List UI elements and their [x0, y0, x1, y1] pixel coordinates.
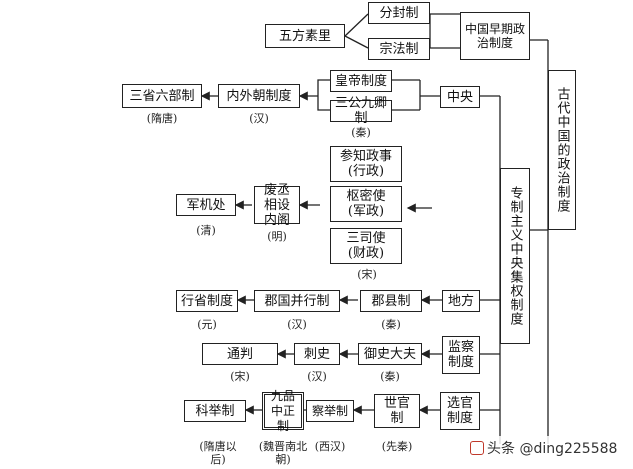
- watermark: 头条 @ding225588: [466, 436, 622, 460]
- three-nine-dynasty: (秦): [351, 126, 371, 139]
- canzhi-label: 参知政事: [339, 149, 392, 164]
- centralism-title: 专制主义中央集权制度: [500, 168, 530, 344]
- supervision-box: 监察制度: [442, 336, 480, 374]
- patriarchal-box: 宗法制: [368, 38, 430, 60]
- shumi-box: 枢密使 (军政): [330, 186, 402, 222]
- root-title: 古代中国的政治制度: [548, 70, 576, 230]
- enfeoffment-box: 分封制: [368, 2, 430, 24]
- early-title: 中国早期政治制度: [460, 12, 530, 60]
- xingsheng-box: 行省制度: [176, 290, 238, 312]
- junxian-dynasty: (秦): [381, 318, 401, 331]
- kings-box: 五方素里: [265, 24, 345, 48]
- tongpan-box: 通判: [202, 343, 278, 365]
- keju-dynasty: (隋唐以后): [199, 440, 237, 466]
- chaju-box: 察举制: [306, 400, 354, 422]
- song-dynasty: (宋): [357, 268, 377, 281]
- inner-outer-box: 内外朝制度: [218, 84, 300, 108]
- junji-box: 军机处: [176, 194, 236, 216]
- yushi-box: 御史大夫: [358, 343, 422, 365]
- yushi-dynasty: (秦): [380, 370, 400, 383]
- jungou-dynasty: (汉): [287, 318, 307, 331]
- sansi-sub: (财政): [347, 246, 385, 261]
- cabinet-dynasty: (明): [267, 230, 287, 243]
- cishi-dynasty: (汉): [307, 370, 327, 383]
- sansi-box: 三司使 (财政): [330, 228, 402, 264]
- three-six-dynasty: (隋唐): [146, 112, 178, 125]
- local-box: 地方: [442, 290, 480, 312]
- jiupin-dynasty: (魏晋南北朝): [258, 440, 308, 466]
- keju-box: 科举制: [184, 400, 246, 422]
- cabinet-box: 废丞相设内阁: [254, 183, 300, 228]
- jungou-box: 郡国并行制: [254, 290, 340, 312]
- selection-box: 选官制度: [440, 392, 480, 430]
- cishi-box: 刺史: [294, 343, 340, 365]
- chaju-dynasty: (西汉): [314, 440, 346, 453]
- shumi-sub: (军政): [347, 204, 385, 219]
- inner-outer-dynasty: (汉): [249, 112, 269, 125]
- three-nine-box: 三公九卿制: [330, 96, 392, 126]
- three-six-box: 三省六部制: [122, 84, 202, 108]
- shiguan-dynasty: (先秦): [381, 440, 413, 453]
- toutiao-icon: [470, 441, 484, 455]
- canzhi-box: 参知政事 (行政): [330, 146, 402, 182]
- jiupin-box: 九品中正制: [262, 389, 304, 433]
- sansi-label: 三司使: [346, 231, 386, 246]
- shiguan-box: 世官制: [374, 394, 420, 428]
- watermark-text: 头条 @ding225588: [487, 441, 618, 457]
- xingsheng-dynasty: (元): [197, 318, 217, 331]
- shumi-label: 枢密使: [346, 189, 386, 204]
- junji-dynasty: (清): [196, 224, 216, 237]
- junxian-box: 郡县制: [360, 290, 422, 312]
- tongpan-dynasty: (宋): [230, 370, 250, 383]
- emperor-box: 皇帝制度: [330, 70, 392, 92]
- center-box: 中央: [440, 86, 480, 108]
- canzhi-sub: (行政): [347, 164, 385, 179]
